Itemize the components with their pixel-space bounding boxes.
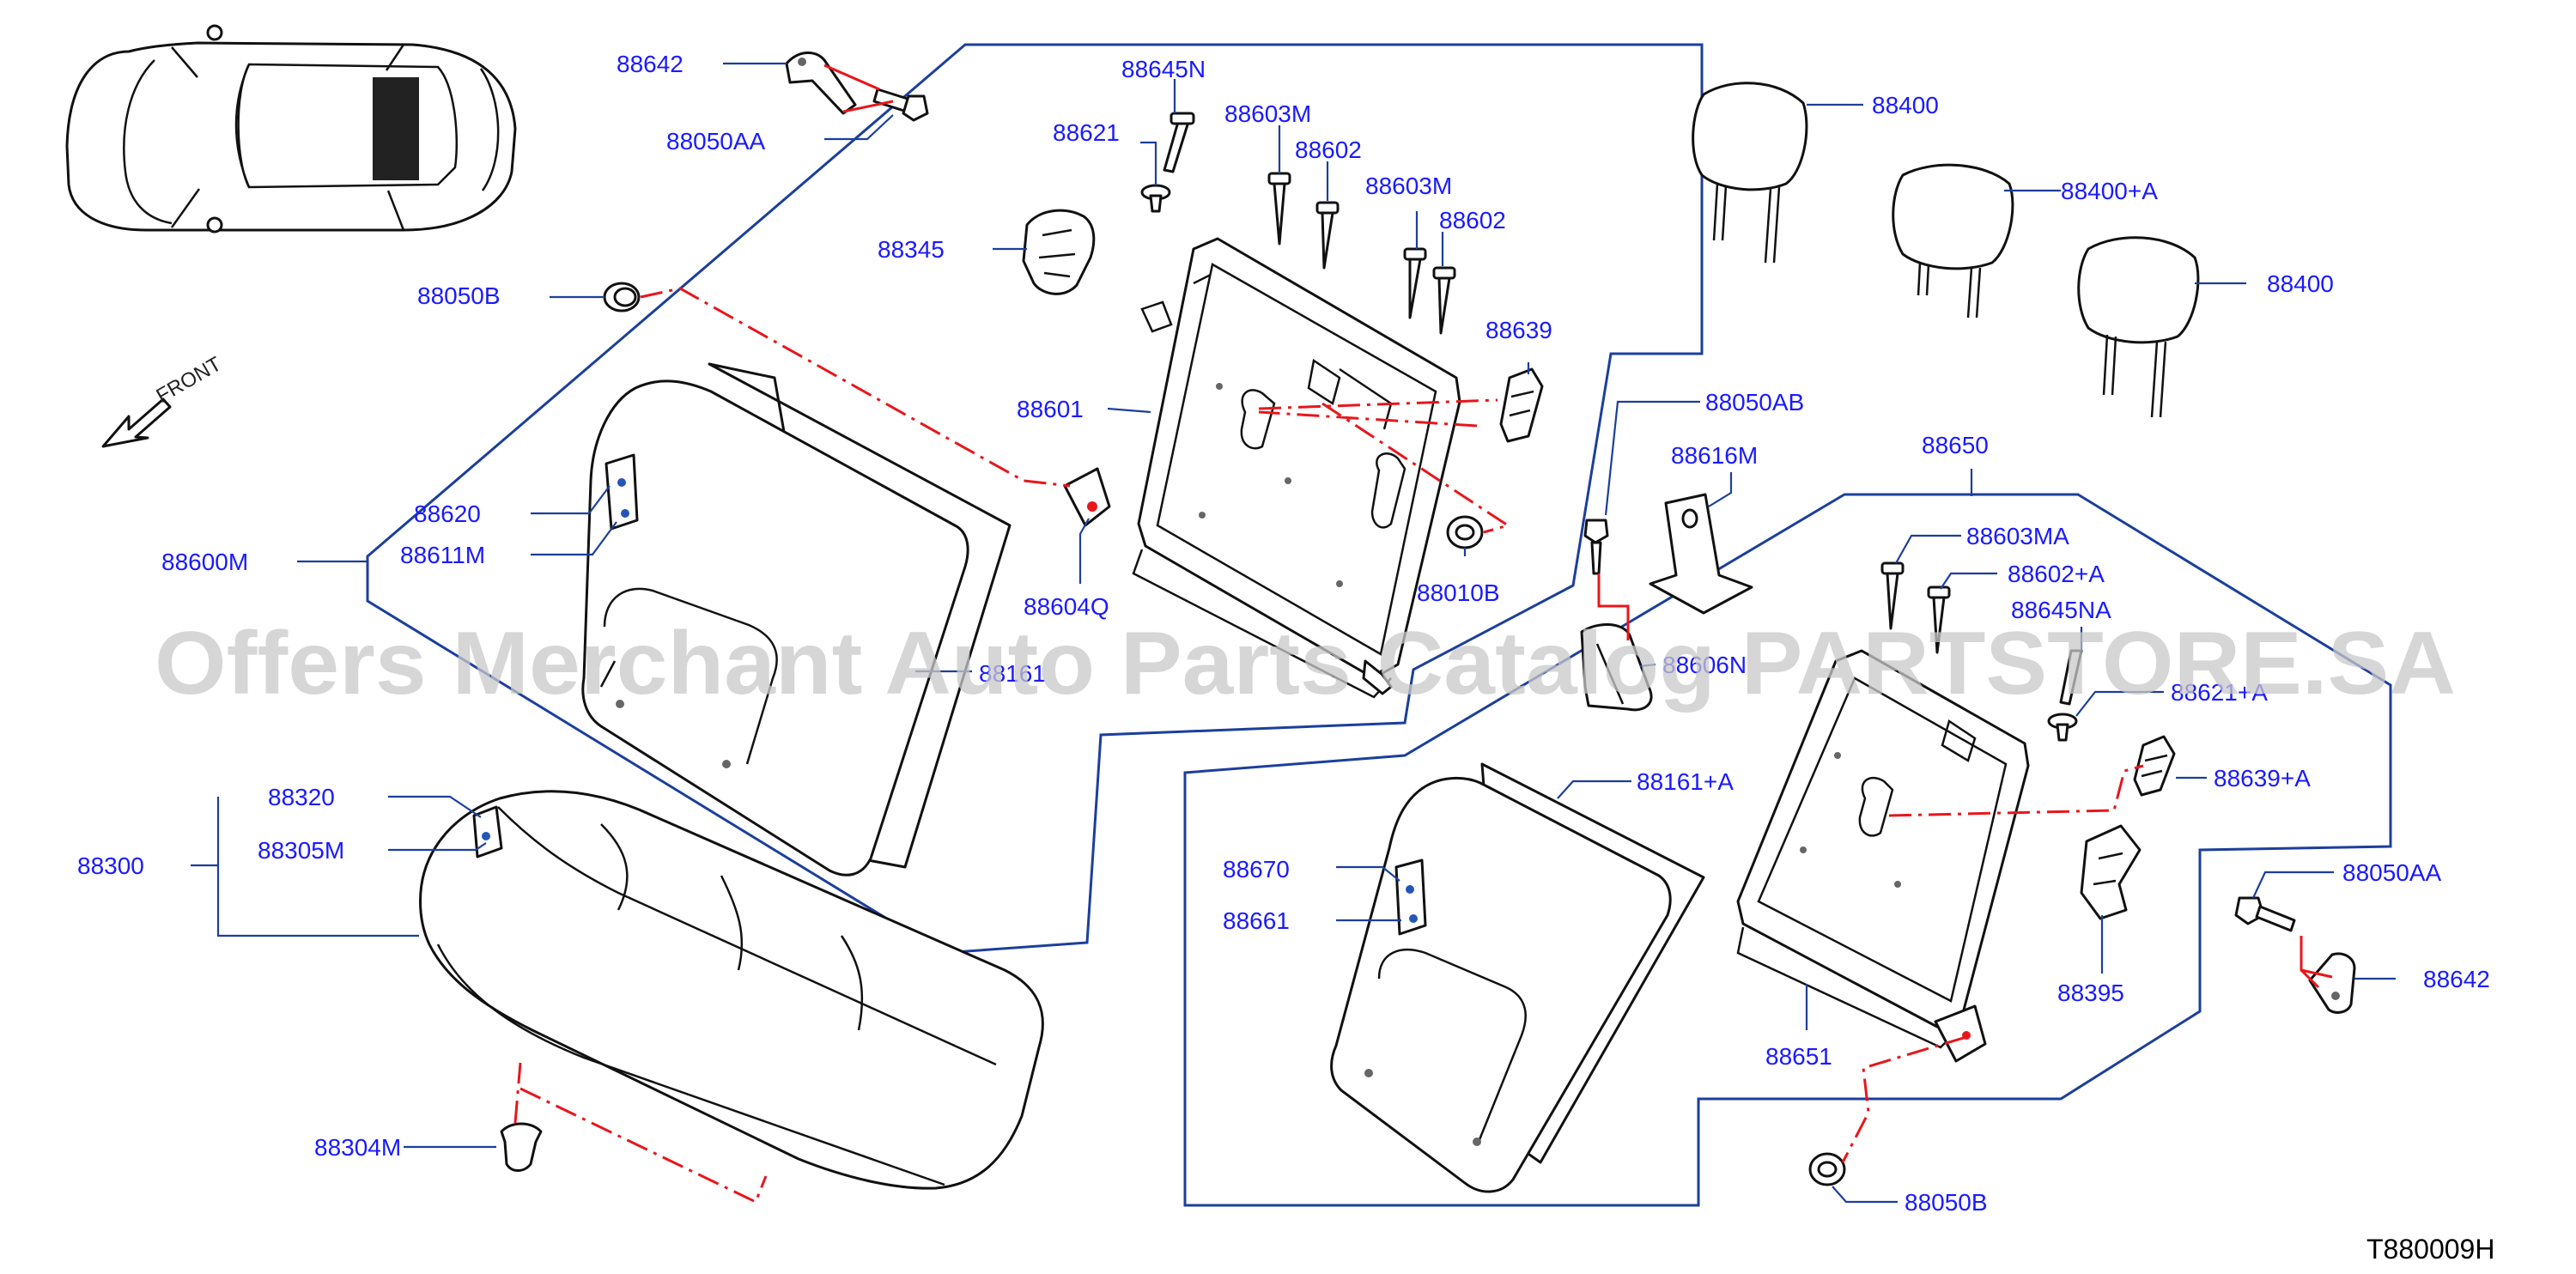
callout-88602-1: 88602 <box>1295 136 1362 163</box>
callout-88050B-top: 88050B <box>417 282 501 309</box>
bolt-88645NA-icon <box>2059 649 2083 706</box>
bracket-88616M-icon <box>1649 493 1753 615</box>
vehicle-top-view-icon <box>65 24 517 234</box>
headrest-88400-1-icon <box>1692 82 1808 264</box>
callout-88050B-bottom: 88050B <box>1905 1189 1988 1216</box>
clip-88639-icon <box>1499 367 1544 443</box>
seatback-left-cushion <box>581 362 1012 877</box>
callout-88400-1: 88400 <box>1872 92 1939 118</box>
clip-88304M-icon <box>500 1122 543 1172</box>
callout-88305M: 88305M <box>258 837 344 864</box>
bolt-88602A-icon <box>1927 585 1951 654</box>
leader-lines <box>191 62 2396 1204</box>
watermark: Offers Merchant Auto Parts Catalog PARTS… <box>155 614 2456 713</box>
dashed-line-88010B <box>1258 398 1511 534</box>
hinge-88642-right-icon <box>2308 952 2356 1014</box>
front-arrow-icon <box>101 397 172 448</box>
bolt-88603M-1-icon <box>1267 172 1291 246</box>
callout-88645NA: 88645NA <box>2011 597 2111 623</box>
bracket-88620-icon <box>605 453 639 531</box>
latch-88345-icon <box>1022 209 1096 295</box>
callout-88161-left: 88161 <box>979 660 1046 687</box>
grommet-88050B-bottom-icon <box>1808 1152 1846 1186</box>
callout-88304M: 88304M <box>314 1134 401 1161</box>
headrest-88400A-icon <box>1892 163 2014 318</box>
callout-88670: 88670 <box>1223 856 1290 883</box>
callout-88161A: 88161+A <box>1637 768 1734 795</box>
callout-88603MA: 88603MA <box>1966 523 2069 549</box>
grommet-88010B-icon <box>1446 515 1484 549</box>
callout-88606N: 88606N <box>1662 652 1747 678</box>
callout-88050AA-top: 88050AA <box>666 128 766 155</box>
callout-88639: 88639 <box>1485 317 1552 343</box>
callout-88639A: 88639+A <box>2214 765 2311 792</box>
callout-88320: 88320 <box>268 784 335 810</box>
callout-88651: 88651 <box>1765 1043 1832 1070</box>
bolt-88603M-2-icon <box>1403 247 1427 319</box>
callout-88400-2: 88400 <box>2267 270 2334 297</box>
dashed-line-88050B-top <box>640 287 1071 488</box>
callout-88300: 88300 <box>77 852 144 879</box>
bracket-88670-icon <box>1394 858 1427 936</box>
hinge-88642-top-icon <box>785 52 857 115</box>
grommet-88050B-top-icon <box>603 282 641 312</box>
seat-frame-88601 <box>1132 237 1461 699</box>
bolt-88602-1-icon <box>1315 201 1340 270</box>
bracket-88606N-icon <box>1580 622 1653 712</box>
seatback-right-cushion <box>1330 762 1705 1193</box>
callout-88621A: 88621+A <box>2171 679 2268 706</box>
hinge-bolt-link-right <box>2300 936 2333 989</box>
callout-88050AB: 88050AB <box>1705 389 1804 416</box>
callout-88620: 88620 <box>414 500 481 527</box>
callout-88611M: 88611M <box>400 542 485 568</box>
bracket-88604Q-icon <box>1063 467 1111 527</box>
dashed-line-88639A <box>1888 764 2144 817</box>
callout-88621: 88621 <box>1053 119 1120 146</box>
callout-88604Q: 88604Q <box>1024 593 1109 620</box>
dashed-line-88050B-bottom <box>1841 1035 1967 1163</box>
callout-88603M-2: 88603M <box>1365 173 1452 199</box>
bolt-88645N-icon <box>1163 112 1195 173</box>
seat-cushion-88300 <box>419 790 1044 1190</box>
callout-88602-2: 88602 <box>1439 207 1506 234</box>
bolt-88602-2-icon <box>1432 266 1456 335</box>
callout-88645N: 88645N <box>1121 56 1206 82</box>
callout-88603M-1: 88603M <box>1224 100 1311 127</box>
bolt-88050AB-icon <box>1583 519 1609 575</box>
callout-88395: 88395 <box>2057 980 2124 1006</box>
dashed-line-88304M <box>513 1062 768 1204</box>
callout-88661: 88661 <box>1223 907 1290 934</box>
callout-88616M: 88616M <box>1671 442 1758 469</box>
group-outline-right <box>1183 493 2392 1207</box>
callout-88642-right: 88642 <box>2423 966 2490 992</box>
bolt-88050AA-right-icon <box>2234 896 2296 932</box>
hinge-bolt-link-top <box>823 64 894 113</box>
callout-88602A: 88602+A <box>2008 561 2105 587</box>
bolt-88603MA-icon <box>1880 561 1905 630</box>
headrest-88400-2-icon <box>2077 236 2200 418</box>
washer-88621A-icon <box>2047 713 2078 742</box>
bracket-88320-icon <box>472 805 503 858</box>
bracket-88606N-link <box>1597 573 1630 640</box>
callout-88050AA-right: 88050AA <box>2342 859 2442 886</box>
bolt-88050AA-top-icon <box>872 88 929 122</box>
callout-88400A: 88400+A <box>2061 178 2158 204</box>
washer-88621-icon <box>1140 184 1171 213</box>
callout-88642-top: 88642 <box>617 51 683 77</box>
clip-88639A-icon <box>2133 735 2176 797</box>
callout-88650: 88650 <box>1922 432 1989 458</box>
latch-88395-icon <box>2080 824 2142 920</box>
callout-88601: 88601 <box>1017 396 1084 422</box>
callout-88600M: 88600M <box>161 549 248 575</box>
callout-88010B: 88010B <box>1417 579 1500 606</box>
callout-88345: 88345 <box>878 236 945 263</box>
front-label: FRONT <box>153 352 226 408</box>
diagram-code: T880009H <box>2366 1234 2494 1265</box>
